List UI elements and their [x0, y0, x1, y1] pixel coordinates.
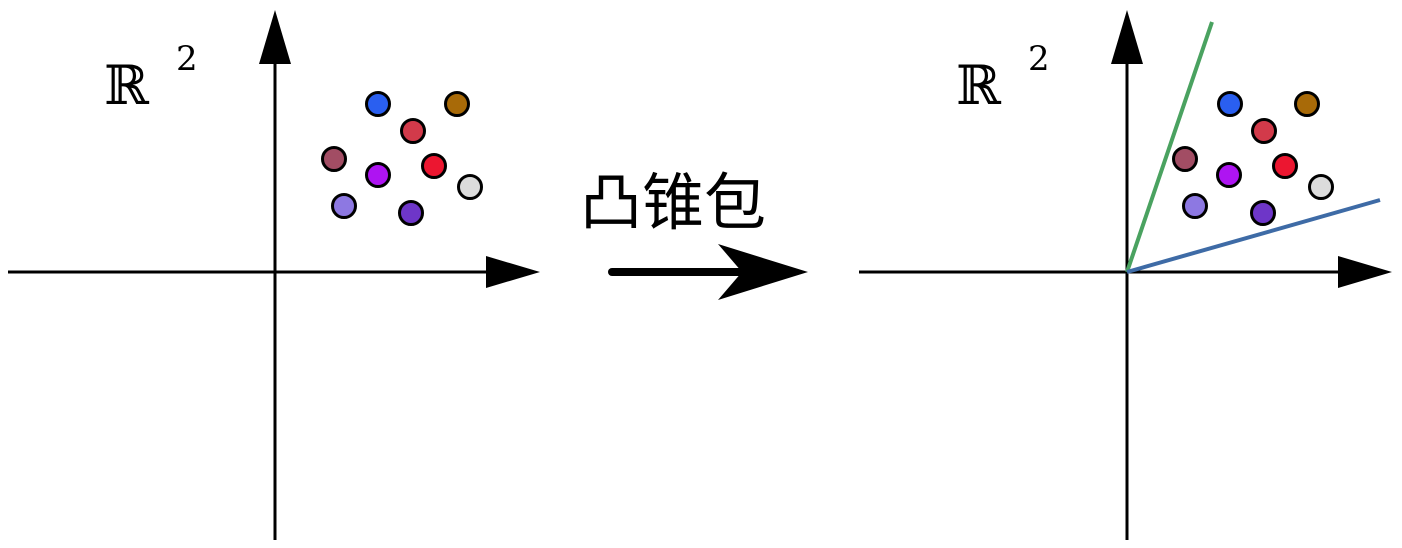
data-point [1250, 200, 1276, 226]
data-point [321, 146, 347, 172]
data-point [365, 162, 391, 188]
data-point [365, 91, 391, 117]
point-set [1172, 91, 1334, 226]
data-point [1308, 174, 1334, 200]
panel-cone-hull: ℝ 2 [859, 10, 1392, 540]
y-axis-arrowhead [259, 10, 291, 64]
data-point [1216, 162, 1242, 188]
data-point [421, 153, 447, 179]
space-exponent: 2 [176, 39, 198, 79]
data-point [1172, 146, 1198, 172]
data-point [331, 193, 357, 219]
operation: 凸锥包 [580, 166, 808, 300]
data-point [1182, 193, 1208, 219]
operation-arrowhead [718, 244, 808, 300]
cone-ray-lower [1126, 198, 1381, 274]
y-axis-arrowhead [1111, 10, 1143, 64]
data-point [1272, 153, 1298, 179]
data-point [457, 174, 483, 200]
data-point [1217, 91, 1243, 117]
data-point [398, 200, 424, 226]
panel-original: ℝ 2 [8, 10, 540, 540]
x-axis-arrowhead [1338, 256, 1392, 288]
point-set [321, 91, 483, 226]
operation-label: 凸锥包 [580, 166, 766, 239]
space-label: ℝ [104, 54, 150, 117]
data-point [1251, 118, 1277, 144]
data-point [444, 91, 470, 117]
space-label: ℝ [956, 54, 1002, 117]
data-point [1294, 91, 1320, 117]
space-exponent: 2 [1028, 39, 1050, 79]
data-point [400, 118, 426, 144]
x-axis-arrowhead [486, 256, 540, 288]
cone-ray-upper [1125, 21, 1214, 273]
